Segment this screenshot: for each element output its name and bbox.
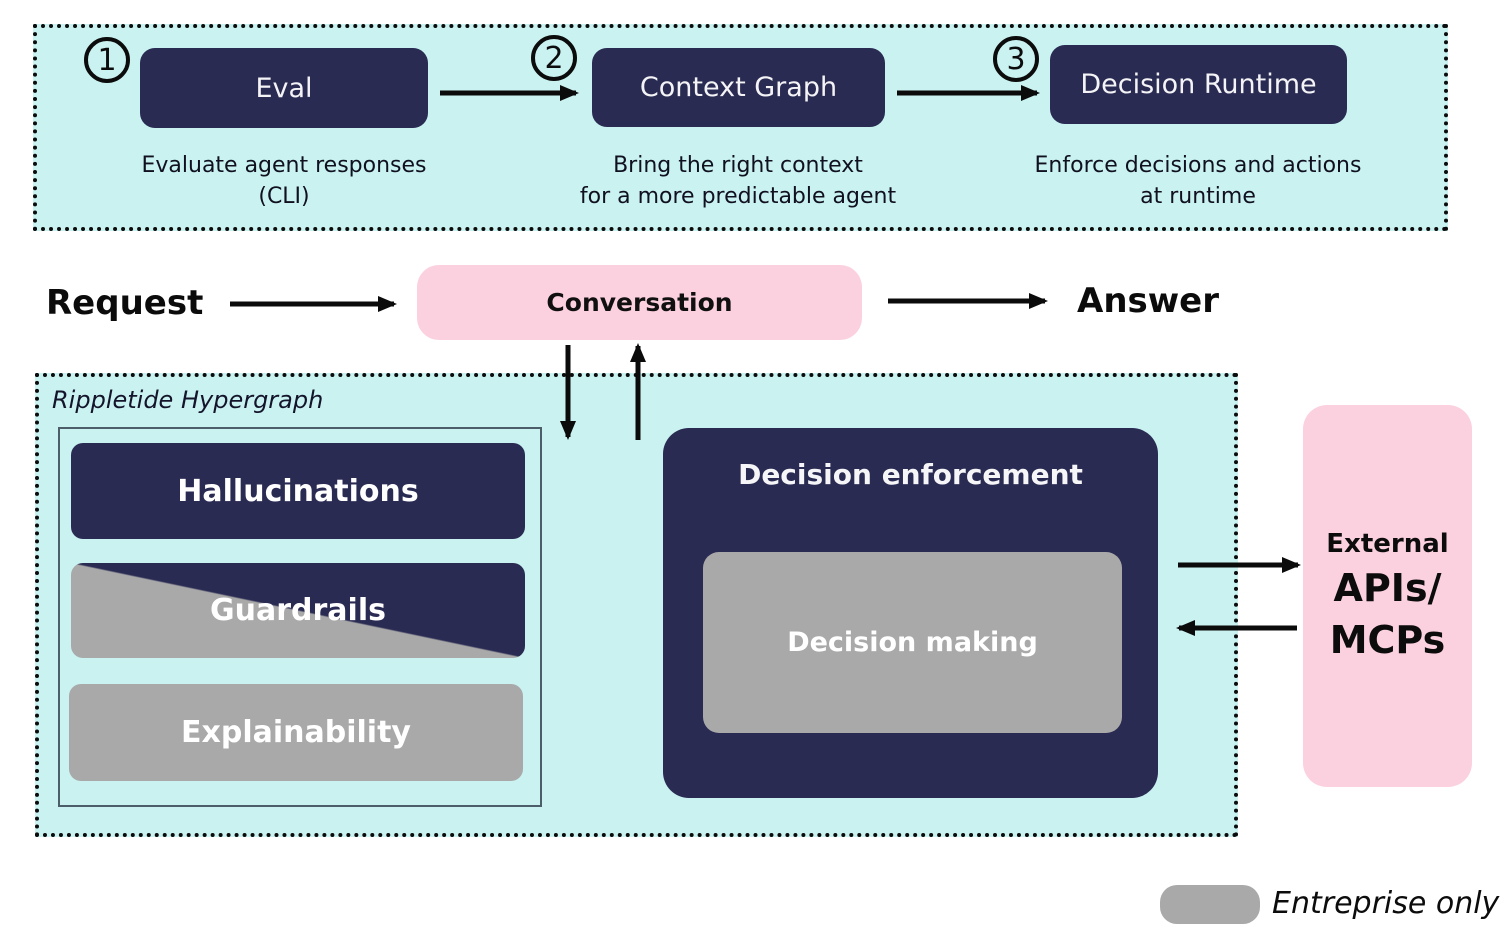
decision-runtime-caption: Enforce decisions and actions at runtime xyxy=(1008,150,1388,212)
legend-label: Entreprise only xyxy=(1272,886,1500,921)
external-label-line2: APIs/ xyxy=(1333,566,1442,610)
hallucinations-node: Hallucinations xyxy=(71,443,525,539)
step-number-badge-1: 1 xyxy=(84,37,130,83)
eval-caption: Evaluate agent responses (CLI) xyxy=(95,150,473,212)
guardrails-node: Guardrails xyxy=(71,563,525,658)
conversation-node-label: Conversation xyxy=(546,288,733,317)
decision-making-node-label: Decision making xyxy=(787,627,1038,658)
decision-runtime-caption-line1: Enforce decisions and actions xyxy=(1034,153,1362,178)
decision-runtime-node-label: Decision Runtime xyxy=(1080,69,1317,100)
external-label-line1: External xyxy=(1326,529,1449,559)
eval-node: Eval xyxy=(140,48,428,128)
legend-gray-swatch xyxy=(1160,885,1260,924)
context-graph-caption: Bring the right context for a more predi… xyxy=(563,150,913,212)
answer-label: Answer xyxy=(1077,281,1219,321)
step-number-badge-2: 2 xyxy=(531,35,577,81)
step-number-3: 3 xyxy=(1006,41,1026,77)
hypergraph-title: Rippletide Hypergraph xyxy=(52,386,324,414)
context-graph-node-label: Context Graph xyxy=(639,72,838,103)
conversation-node: Conversation xyxy=(417,265,862,340)
step-number-1: 1 xyxy=(97,42,117,78)
step-number-2: 2 xyxy=(544,40,564,76)
request-label: Request xyxy=(46,283,204,323)
capabilities-group-box xyxy=(58,427,542,807)
explainability-node: Explainability xyxy=(69,684,523,781)
eval-caption-line2: (CLI) xyxy=(258,184,310,209)
decision-runtime-caption-line2: at runtime xyxy=(1140,184,1256,209)
guardrails-node-label: Guardrails xyxy=(210,593,386,628)
decision-enforcement-node: Decision enforcement Decision making xyxy=(663,428,1158,798)
eval-caption-line1: Evaluate agent responses xyxy=(141,153,427,178)
decision-enforcement-label: Decision enforcement xyxy=(738,458,1083,491)
context-graph-caption-line2: for a more predictable agent xyxy=(579,184,897,209)
context-graph-node: Context Graph xyxy=(592,48,885,127)
hallucinations-node-label: Hallucinations xyxy=(177,473,419,509)
decision-making-node: Decision making xyxy=(703,552,1122,733)
decision-runtime-node: Decision Runtime xyxy=(1050,45,1347,124)
eval-node-label: Eval xyxy=(255,72,313,104)
external-label-line3: MCPs xyxy=(1329,618,1446,662)
explainability-node-label: Explainability xyxy=(181,715,411,750)
step-number-badge-3: 3 xyxy=(993,36,1039,82)
context-graph-caption-line1: Bring the right context xyxy=(613,153,863,178)
external-apis-node: External APIs/ MCPs xyxy=(1303,405,1472,787)
